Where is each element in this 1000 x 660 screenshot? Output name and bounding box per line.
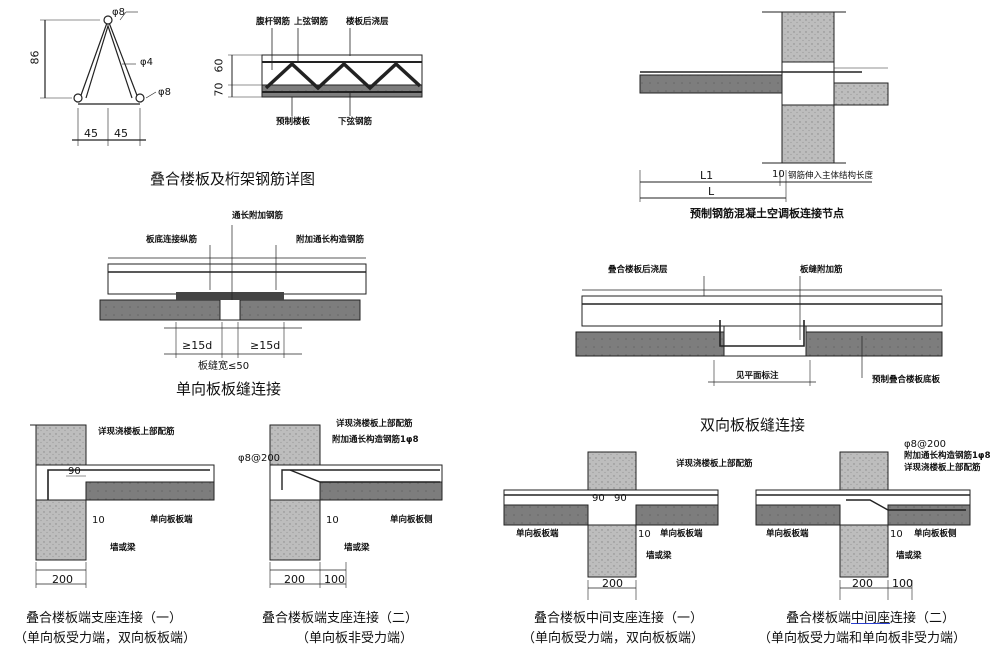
end2-caption-sub: （单向板非受力端） xyxy=(296,631,414,646)
mid2-rebar: φ8@200 xyxy=(904,439,947,450)
end2-top-callout: 详现浇楼板上部配筋 xyxy=(336,419,413,429)
mid1-caption-sub: （单向板受力端，双向板板端） xyxy=(522,631,705,646)
end1-dim-90: 90 xyxy=(68,466,81,477)
end-support-2-detail xyxy=(269,424,443,588)
aircon-ten: 10 xyxy=(772,169,785,180)
oneway-joint-detail xyxy=(99,225,367,358)
end1-caption: 叠合楼板端支座连接（一） xyxy=(26,611,183,626)
see-plan-note: 见平面标注 xyxy=(736,371,779,381)
callout-precast-slab: 预制楼板 xyxy=(276,117,311,127)
mid2-caption-sub: （单向板受力端和单向板非受力端） xyxy=(758,631,967,646)
callout-long-extra-bar: 通长附加钢筋 xyxy=(232,211,284,221)
truss-width-dim-2: 45 xyxy=(114,127,128,140)
callout-top-bar: 上弦钢筋 xyxy=(294,17,329,27)
mid2-caption-ul: 中间座 xyxy=(851,611,891,626)
end1-dim-10: 10 xyxy=(92,515,105,526)
aircon-l: L xyxy=(708,185,715,198)
end1-end-callout: 单向板板端 xyxy=(150,515,193,525)
truss-bottom-bar-dia: φ8 xyxy=(158,87,171,98)
mid1-dim-90b: 90 xyxy=(614,493,627,504)
mid2-caption-post: 连接（二） xyxy=(890,611,956,626)
callout-pour-layer: 楼板后浇层 xyxy=(346,17,389,27)
callout-twoway-pour: 叠合楼板后浇层 xyxy=(608,265,668,275)
end1-dim-200: 200 xyxy=(52,573,73,586)
mid1-dim-90a: 90 xyxy=(592,493,605,504)
mid2-wall-callout: 墙或梁 xyxy=(896,551,922,561)
end-support-1-detail xyxy=(30,424,215,588)
mid2-extra-callout: 附加通长构造钢筋1φ8 xyxy=(904,451,991,461)
truss-caption: 叠合楼板及桁架钢筋详图 xyxy=(150,170,316,188)
mid-support-1-detail xyxy=(503,451,719,600)
end2-extra-callout: 附加通长构造钢筋1φ8 xyxy=(332,435,419,445)
end1-top-callout: 详现浇楼板上部配筋 xyxy=(98,427,175,437)
end1-caption-sub: （单向板受力端，双向板板端） xyxy=(14,631,197,646)
mid1-caption: 叠合楼板中间支座连接（一） xyxy=(534,611,704,626)
end2-side-callout: 单向板板侧 xyxy=(390,515,433,525)
twoway-joint-caption: 双向板板缝连接 xyxy=(700,416,806,434)
twoway-joint-detail xyxy=(575,276,943,386)
aircon-slab-detail xyxy=(639,11,889,202)
mid2-dim-100: 100 xyxy=(892,577,913,590)
end2-wall-callout: 墙或梁 xyxy=(344,543,370,553)
callout-bottom-bar: 下弦钢筋 xyxy=(338,117,373,127)
mid1-left-callout: 单向板板端 xyxy=(516,529,559,539)
aircon-l1: L1 xyxy=(700,169,714,182)
callout-structural-bar: 附加通长构造钢筋 xyxy=(296,235,365,245)
mid1-top-callout: 详现浇楼板上部配筋 xyxy=(676,459,753,469)
truss-web-bar-dia: φ4 xyxy=(140,57,153,68)
mid1-dim-10: 10 xyxy=(638,529,651,540)
end2-dim-100: 100 xyxy=(324,573,345,586)
end2-dim-10: 10 xyxy=(326,515,339,526)
end1-wall-callout: 墙或梁 xyxy=(110,543,136,553)
dim-60: 60 xyxy=(212,58,226,73)
mid2-right-callout: 单向板板侧 xyxy=(914,529,957,539)
end2-dim-200: 200 xyxy=(284,573,305,586)
callout-precast-bottom: 预制叠合楼板底板 xyxy=(872,375,941,385)
end2-rebar: φ8@200 xyxy=(238,453,281,464)
callout-bottom-long-bar: 板底连接纵筋 xyxy=(146,235,198,245)
mid1-wall-callout: 墙或梁 xyxy=(646,551,672,561)
mid2-dim-10: 10 xyxy=(890,529,903,540)
aircon-anchor-note: 钢筋伸入主体结构长度 xyxy=(788,171,874,181)
mid2-left-callout: 单向板板端 xyxy=(766,529,809,539)
joint-width: 板缝宽≤50 xyxy=(198,361,250,372)
mid2-caption-pre: 叠合楼板端 xyxy=(786,611,852,626)
oneway-joint-caption: 单向板板缝连接 xyxy=(176,380,282,398)
dim-70: 70 xyxy=(212,82,226,97)
truss-width-dim-1: 45 xyxy=(84,127,98,140)
mid2-caption: 叠合楼板端中间座连接（二） xyxy=(786,612,955,625)
truss-height-dim: 86 xyxy=(28,50,42,65)
mid2-dim-200: 200 xyxy=(852,577,873,590)
dim-15d-left: ≥15d xyxy=(182,339,213,352)
truss-top-bar-dia: φ8 xyxy=(112,7,125,18)
mid-support-2-detail xyxy=(755,451,971,600)
aircon-caption: 预制钢筋混凝土空调板连接节点 xyxy=(690,207,844,220)
dim-15d-right: ≥15d xyxy=(250,339,281,352)
truss-slab-section xyxy=(228,28,423,116)
mid2-top-callout: 详现浇楼板上部配筋 xyxy=(904,463,981,473)
mid1-dim-200: 200 xyxy=(602,577,623,590)
callout-web-bar: 腹杆钢筋 xyxy=(256,17,291,27)
mid1-right-callout: 单向板板端 xyxy=(660,529,703,539)
truss-detail xyxy=(40,11,157,146)
end2-caption: 叠合楼板端支座连接（二） xyxy=(262,611,419,626)
callout-joint-bar: 板缝附加筋 xyxy=(800,265,843,275)
